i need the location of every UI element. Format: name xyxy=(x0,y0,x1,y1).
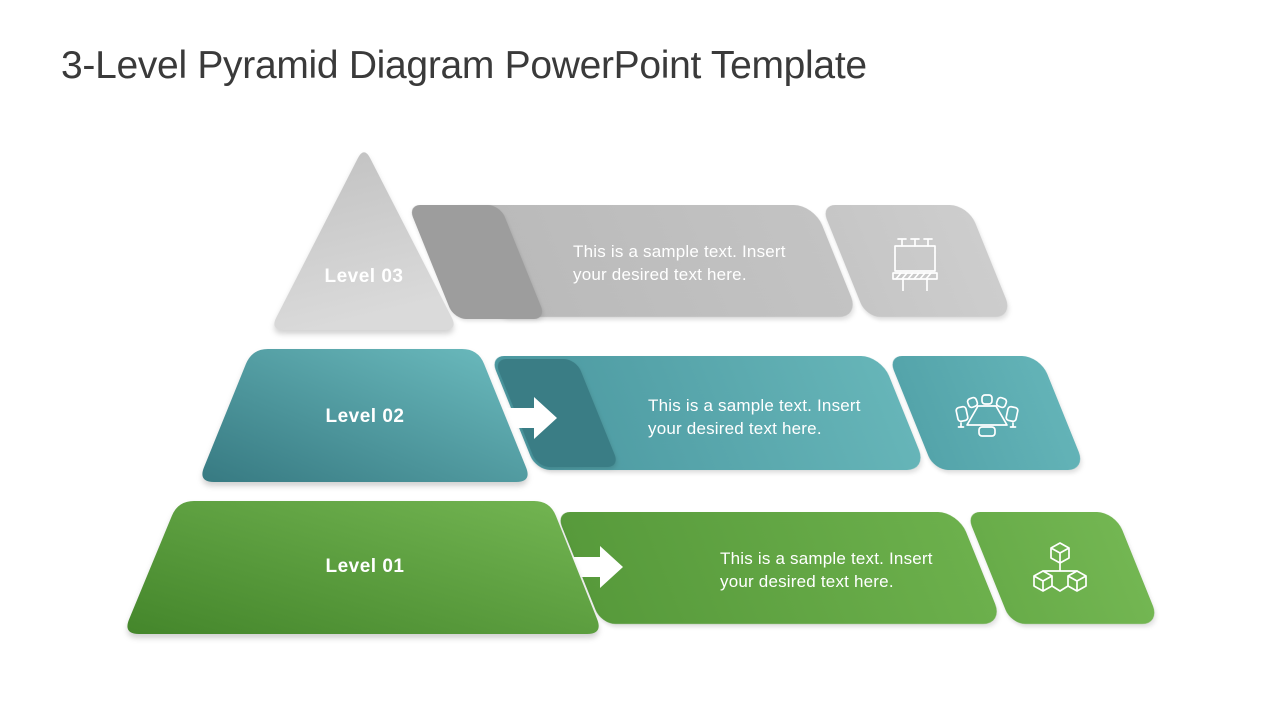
level1-arrow-icon xyxy=(568,546,623,588)
level3-description-line2: your desired text here. xyxy=(573,265,747,284)
level2-trapezoid xyxy=(202,349,528,482)
level1-description-line1: This is a sample text. Insert xyxy=(720,549,933,568)
level3-label: Level 03 xyxy=(324,266,404,287)
billboard-icon xyxy=(892,238,938,291)
level1-description: This is a sample text. Insert your desir… xyxy=(720,547,933,593)
level2-description: This is a sample text. Insert your desir… xyxy=(648,394,861,440)
level3-description: This is a sample text. Insert your desir… xyxy=(573,240,786,286)
level1-description-line2: your desired text here. xyxy=(720,572,894,591)
level2-label: Level 02 xyxy=(325,406,405,427)
slide-title: 3-Level Pyramid Diagram PowerPoint Templ… xyxy=(61,44,867,87)
level1-label: Level 01 xyxy=(325,556,405,577)
level1-trapezoid xyxy=(127,501,599,634)
conference-table-icon xyxy=(955,394,1019,437)
level2-arrow-icon xyxy=(502,397,557,439)
level2-description-line2: your desired text here. xyxy=(648,419,822,438)
level3-description-line1: This is a sample text. Insert xyxy=(573,242,786,261)
cubes-icon xyxy=(1033,542,1087,592)
level3-triangle xyxy=(274,152,454,330)
level2-description-line1: This is a sample text. Insert xyxy=(648,396,861,415)
